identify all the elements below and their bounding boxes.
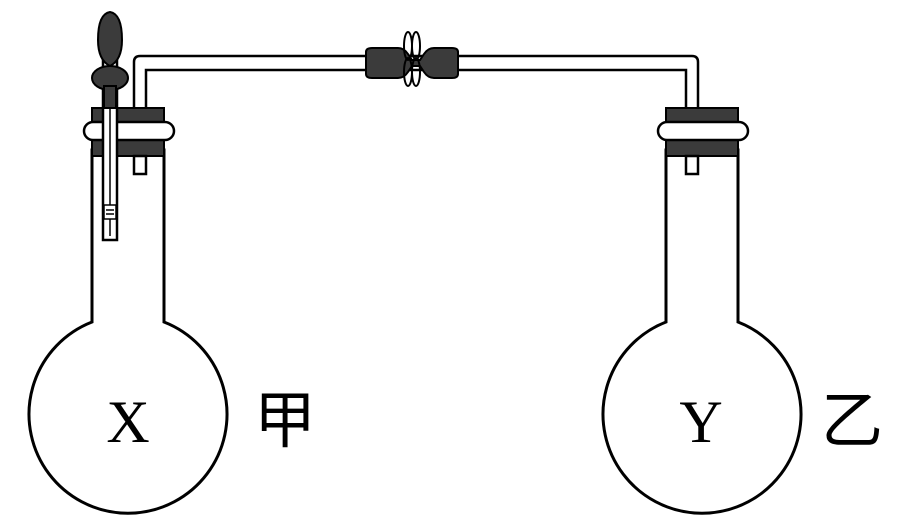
flask-yi-vessel-label: 乙 bbox=[821, 384, 883, 457]
flask-yi-content-label: Y bbox=[679, 389, 722, 455]
connecting-tube bbox=[132, 54, 700, 160]
flask-jia: X 甲 bbox=[27, 10, 316, 515]
flask-jia-content-label: X bbox=[106, 389, 149, 455]
flask-jia-vessel-label: 甲 bbox=[254, 384, 316, 457]
flask-yi: Y 乙 bbox=[601, 107, 883, 515]
flask-jia-ring bbox=[82, 120, 176, 142]
flask-yi-ring bbox=[656, 120, 750, 142]
separatory-funnel-icon[interactable] bbox=[91, 10, 129, 242]
spring-clamp-icon[interactable] bbox=[403, 31, 421, 87]
